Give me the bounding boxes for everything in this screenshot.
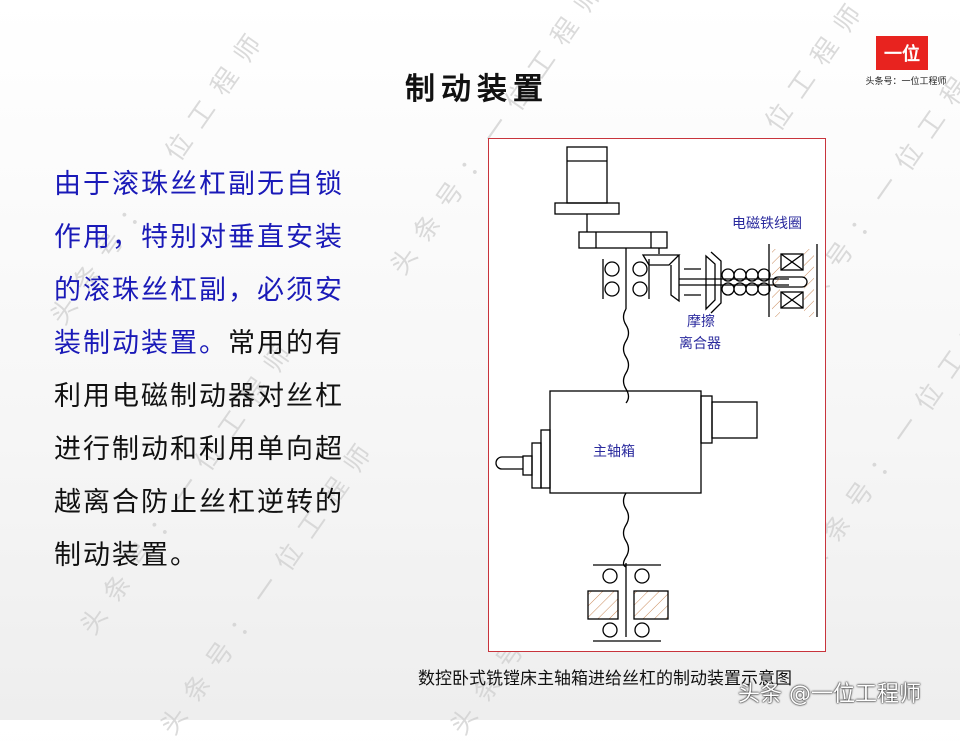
brake-device-diagram: 电磁铁线圈 摩擦 离合器 主轴箱 xyxy=(488,138,826,652)
label-clutch: 离合器 xyxy=(679,336,721,352)
highlight-line: 作用，特别对垂直安装 xyxy=(54,222,344,253)
label-spindle-box: 主轴箱 xyxy=(593,444,635,460)
body-line: 进行制动和利用单向超 xyxy=(54,434,344,465)
body-line: 越离合防止丝杠逆转的 xyxy=(54,487,344,518)
brand-subtitle: 头条号：一位工程师 xyxy=(865,77,947,87)
brand-logo: 一位 xyxy=(876,36,928,70)
body-line: 制动装置。 xyxy=(54,540,199,571)
bevel-gear xyxy=(641,254,681,266)
highlight-line: 装制动装置。 xyxy=(54,328,228,359)
highlight-line: 的滚珠丝杠副，必须安 xyxy=(54,275,344,306)
armature xyxy=(772,276,808,288)
motor-body xyxy=(566,146,608,204)
diagram-caption: 数控卧式铣镗床主轴箱进给丝杠的制动装置示意图 xyxy=(418,669,792,689)
label-electromagnet-coil: 电磁铁线圈 xyxy=(732,216,802,232)
coil-bottom xyxy=(780,291,804,309)
coil-top xyxy=(780,253,804,271)
highlight-line: 由于滚珠丝杠副无自锁 xyxy=(54,169,344,200)
friction-disc xyxy=(705,254,716,311)
motor-flange xyxy=(554,202,620,215)
body-line: 常用的有 xyxy=(228,328,344,359)
body-line: 利用电磁制动器对丝杠 xyxy=(54,381,344,412)
mechanism-drawing xyxy=(495,146,818,642)
body-paragraph: 由于滚珠丝杠副无自锁 作用，特别对垂直安装 的滚珠丝杠副，必须安 装制动装置。常… xyxy=(54,158,384,582)
source-watermark: 头条 @一位工程师 xyxy=(738,682,921,707)
gear-housing xyxy=(578,231,668,249)
label-friction: 摩擦 xyxy=(687,314,715,330)
slide-title: 制动装置 xyxy=(405,72,549,107)
